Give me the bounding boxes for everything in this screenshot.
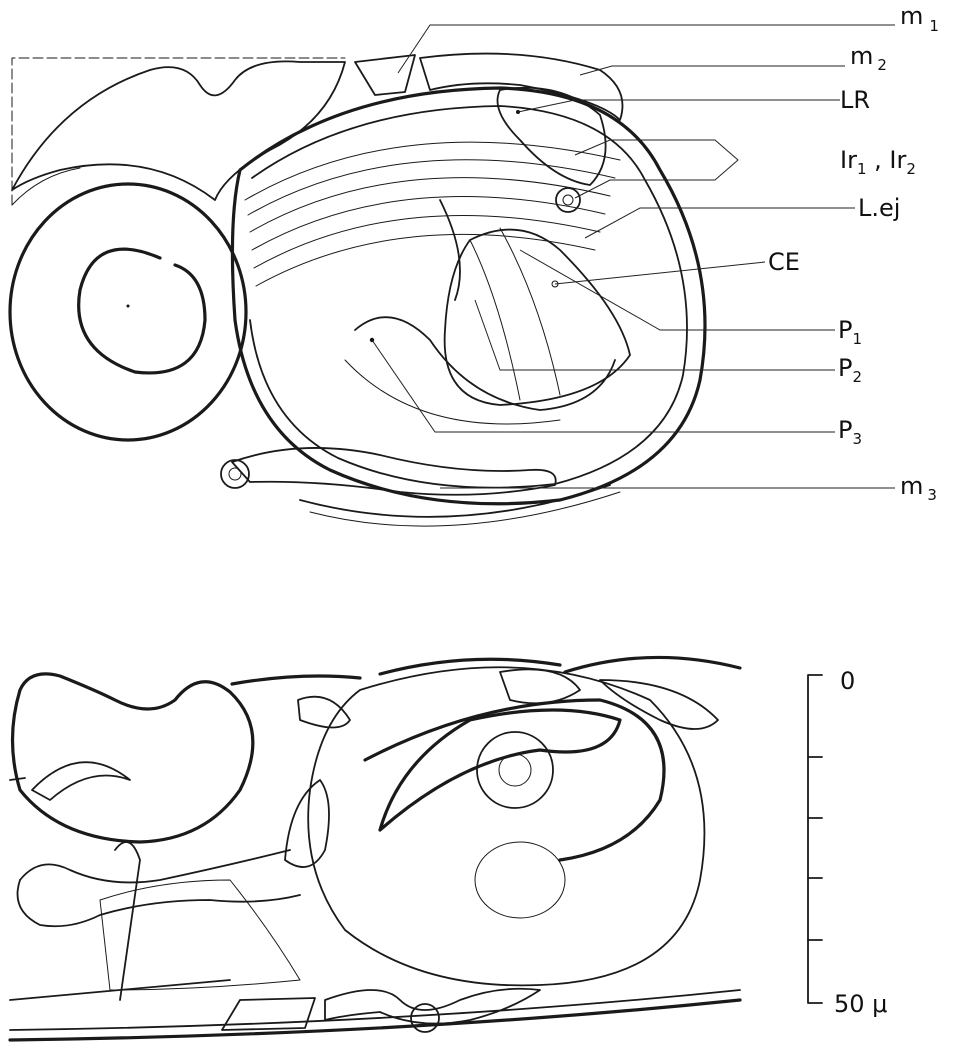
scale-label-top: 0 [840,667,855,695]
label-ce: CE [768,248,800,276]
scale-bar: 0 50 μ [808,667,887,1018]
label-p1: P1 [838,316,862,348]
top-section-drawing [10,54,705,527]
organ-body [232,54,705,504]
bottom-section-drawing [10,657,740,1040]
label-lej: L.ej [858,194,900,222]
ring-structure [10,184,246,440]
label-p2: P2 [838,354,862,386]
label-ir: Ir1 , Ir2 [840,146,916,178]
bottom-organ [285,667,718,985]
label-lr: LR [840,86,870,114]
m3-tube [221,448,620,526]
label-p3: P3 [838,416,862,448]
scale-label-bottom: 50 μ [834,990,887,1018]
